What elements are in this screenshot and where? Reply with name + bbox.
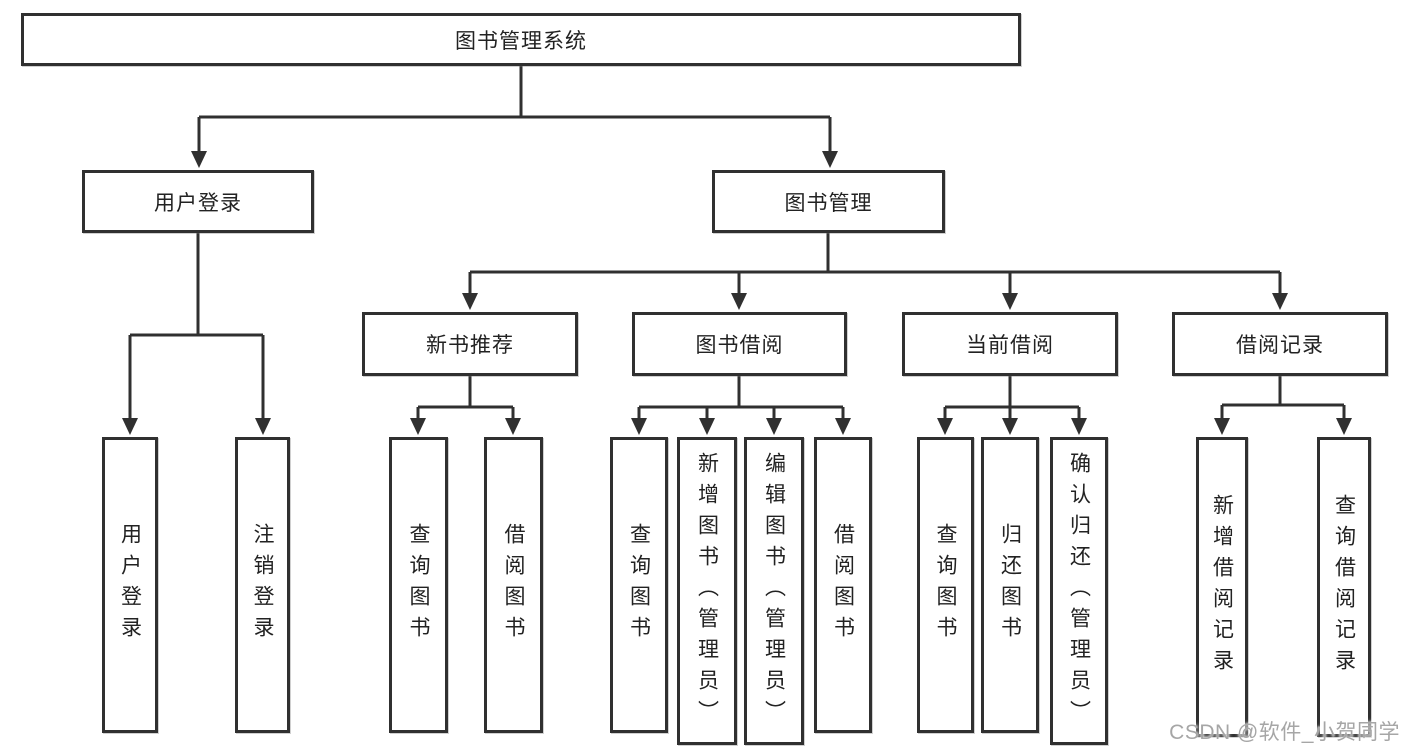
node-user-login-label: 用户登录 (154, 191, 242, 215)
leaf-query-books-recommend-label: 查询图书 (407, 523, 430, 647)
csdn-watermark: CSDN @软件_小贺同学 (1169, 721, 1400, 744)
node-borrowing-records-label: 借阅记录 (1236, 334, 1324, 357)
leaf-add-books-admin: 新增图书（管理员） (677, 437, 737, 745)
leaf-query-books-borrowing-label: 查询图书 (627, 523, 651, 647)
leaf-query-books-current-label: 查询图书 (934, 523, 957, 647)
leaf-add-borrow-record: 新增借阅记录 (1196, 437, 1248, 737)
leaf-add-borrow-record-label: 新增借阅记录 (1210, 494, 1234, 680)
node-root-label: 图书管理系统 (455, 29, 587, 53)
leaf-logout-label: 注销登录 (251, 523, 274, 647)
leaf-user-login-label: 用户登录 (118, 523, 142, 647)
node-book-management: 图书管理 (712, 170, 945, 233)
leaf-query-books-borrowing: 查询图书 (610, 437, 668, 733)
node-book-borrowing-label: 图书借阅 (695, 334, 784, 357)
leaf-borrow-books-label: 借阅图书 (831, 523, 855, 647)
leaf-add-books-admin-label: 新增图书（管理员） (695, 451, 719, 731)
leaf-edit-books-admin: 编辑图书（管理员） (744, 437, 804, 745)
node-new-book-recommend: 新书推荐 (362, 312, 578, 376)
node-user-login: 用户登录 (82, 170, 314, 233)
node-borrowing-records: 借阅记录 (1172, 312, 1388, 376)
node-current-borrowing-label: 当前借阅 (966, 334, 1054, 357)
leaf-query-borrow-record: 查询借阅记录 (1317, 437, 1371, 737)
leaf-borrow-books-recommend-label: 借阅图书 (502, 523, 525, 647)
node-root: 图书管理系统 (21, 13, 1021, 66)
leaf-borrow-books: 借阅图书 (814, 437, 872, 733)
leaf-user-login: 用户登录 (102, 437, 158, 733)
node-book-borrowing: 图书借阅 (632, 312, 847, 376)
leaf-query-books-current: 查询图书 (917, 437, 974, 733)
leaf-logout: 注销登录 (235, 437, 290, 733)
leaf-borrow-books-recommend: 借阅图书 (484, 437, 543, 733)
leaf-return-books-label: 归还图书 (998, 523, 1022, 647)
leaf-query-borrow-record-label: 查询借阅记录 (1332, 494, 1356, 680)
leaf-return-books: 归还图书 (981, 437, 1039, 733)
node-current-borrowing: 当前借阅 (902, 312, 1118, 376)
leaf-query-books-recommend: 查询图书 (389, 437, 448, 733)
leaf-edit-books-admin-label: 编辑图书（管理员） (762, 451, 786, 731)
leaf-confirm-return-admin: 确认归还（管理员） (1050, 437, 1108, 745)
leaf-confirm-return-admin-label: 确认归还（管理员） (1067, 451, 1091, 731)
node-new-book-recommend-label: 新书推荐 (426, 334, 514, 357)
node-book-management-label: 图书管理 (784, 191, 873, 215)
